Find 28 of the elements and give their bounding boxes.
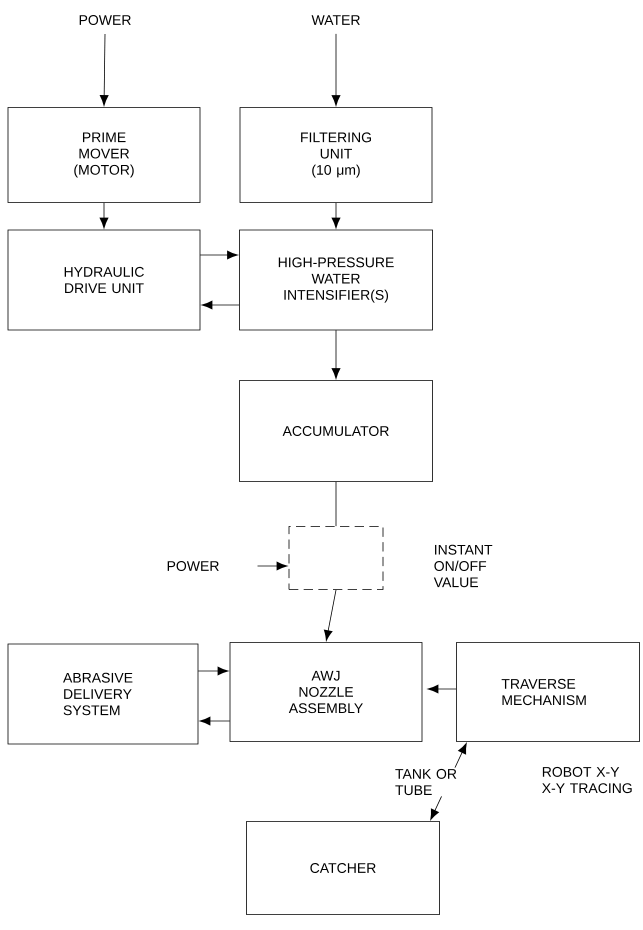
process-box: HIGH-PRESSURE WATER INTENSIFIER(S) <box>239 230 433 330</box>
arrow <box>332 202 340 228</box>
edge-label: TANK OR TUBE <box>394 768 460 796</box>
input-label: WATER <box>312 15 360 25</box>
input-label: POWER <box>80 15 131 25</box>
arrow <box>332 330 340 379</box>
arrow <box>332 33 340 106</box>
arrow <box>198 666 228 676</box>
process-box: PRIME MOVER (MOTOR) <box>8 107 200 203</box>
arrow <box>202 300 240 310</box>
process-box: HYDRAULIC DRIVE UNIT <box>8 230 200 330</box>
arrow <box>257 562 288 570</box>
input-label: POWER <box>168 561 219 571</box>
arrow <box>200 250 238 260</box>
process-box: FILTERING UNIT (10 μm) <box>240 107 432 203</box>
process-box: ACCUMULATOR <box>239 380 433 482</box>
arrow <box>428 684 456 694</box>
arrow <box>100 34 109 106</box>
side-label: ROBOT X-Y X-Y TRACING <box>542 766 632 794</box>
process-box: CATCHER <box>246 821 440 915</box>
arrow <box>100 202 108 228</box>
side-label: INSTANT ON/OFF VALUE <box>434 544 492 588</box>
arrow <box>200 716 230 726</box>
process-box: ABRASIVE DELIVERY SYSTEM <box>8 644 198 744</box>
process-box: TRAVERSE MECHANISM <box>456 642 640 742</box>
valve-box <box>288 526 384 590</box>
arrow <box>324 590 336 641</box>
process-box: AWJ NOZZLE ASSEMBLY <box>230 642 422 742</box>
